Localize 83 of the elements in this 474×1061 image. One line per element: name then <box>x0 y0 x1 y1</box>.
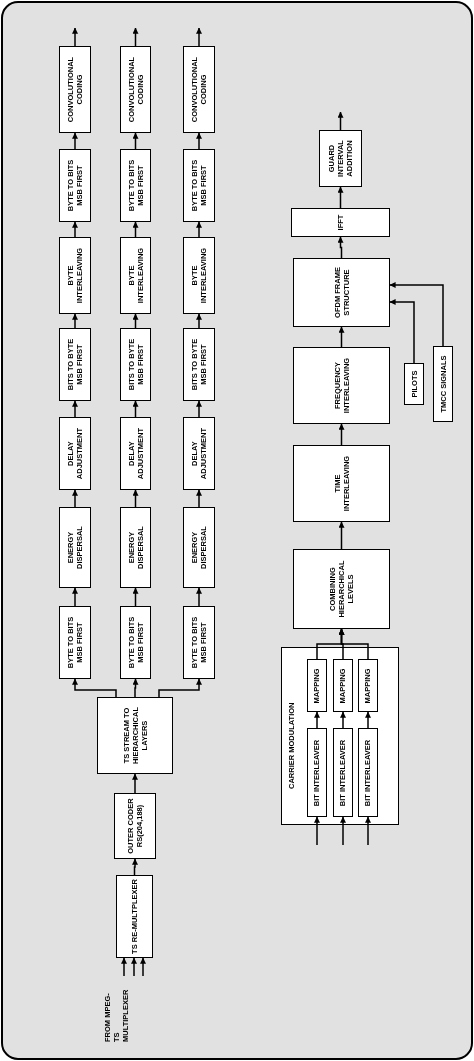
process-box <box>120 417 151 490</box>
arrow <box>132 587 139 607</box>
arrow <box>196 400 202 418</box>
arrow <box>338 423 345 446</box>
process-box <box>357 659 378 713</box>
process-box <box>59 237 91 314</box>
process-box <box>120 149 151 222</box>
process-box <box>120 328 151 401</box>
process-box <box>183 149 215 222</box>
process-box <box>293 549 390 629</box>
arrow <box>72 27 78 47</box>
arrow <box>132 132 139 150</box>
process-box <box>183 328 215 401</box>
process-box <box>59 46 91 133</box>
process-box <box>404 363 424 405</box>
arrow <box>314 816 320 846</box>
arrow <box>196 132 202 150</box>
arrow <box>132 773 138 794</box>
arrow <box>338 326 345 348</box>
process-box <box>332 659 353 713</box>
process-box <box>291 208 390 237</box>
process-box <box>120 507 151 588</box>
process-box <box>357 728 378 818</box>
process-box <box>116 875 153 958</box>
arrow <box>196 587 202 607</box>
process-box <box>59 417 91 490</box>
arrow <box>72 489 78 508</box>
arrow <box>158 678 202 698</box>
arrow <box>389 299 415 364</box>
process-box <box>293 258 390 327</box>
process-box <box>120 237 151 314</box>
process-box <box>319 130 362 187</box>
arrow <box>132 221 139 238</box>
process-box <box>120 606 151 679</box>
arrow <box>132 313 139 329</box>
process-box <box>293 347 390 424</box>
process-box <box>59 328 91 401</box>
arrow <box>337 236 344 259</box>
arrow <box>72 400 78 418</box>
arrow <box>121 957 127 977</box>
process-box <box>59 606 91 679</box>
arrow <box>72 221 78 238</box>
arrow <box>365 816 371 846</box>
process-box <box>97 697 173 774</box>
process-box <box>183 237 215 314</box>
process-box <box>183 507 215 588</box>
arrow <box>72 132 78 150</box>
arrow <box>140 957 146 977</box>
arrow <box>337 186 344 209</box>
process-box <box>332 728 353 818</box>
arrow <box>196 221 202 238</box>
arrow <box>132 489 139 508</box>
arrow <box>337 111 344 131</box>
process-box <box>183 417 215 490</box>
arrow <box>196 27 202 47</box>
arrow <box>132 678 139 698</box>
process-box <box>183 606 215 679</box>
arrow <box>196 313 202 329</box>
group-box <box>281 647 399 825</box>
process-box <box>306 728 327 818</box>
arrow <box>340 816 346 846</box>
arrow <box>338 521 345 550</box>
process-box <box>59 507 91 588</box>
arrow <box>132 858 138 876</box>
arrow <box>314 711 320 729</box>
process-box <box>120 46 151 133</box>
arrow <box>132 400 139 418</box>
process-box <box>293 445 390 522</box>
arrow <box>131 957 137 977</box>
arrow <box>389 282 444 347</box>
process-box <box>433 346 453 422</box>
arrow <box>365 711 371 729</box>
process-box <box>183 46 215 133</box>
arrow <box>72 587 78 607</box>
arrow <box>338 628 369 660</box>
process-box <box>306 659 327 713</box>
arrow <box>132 27 139 47</box>
arrow <box>72 678 117 698</box>
arrow <box>196 489 202 508</box>
arrow <box>340 711 346 729</box>
process-box <box>114 793 156 859</box>
process-box <box>59 149 91 222</box>
arrow <box>72 313 78 329</box>
